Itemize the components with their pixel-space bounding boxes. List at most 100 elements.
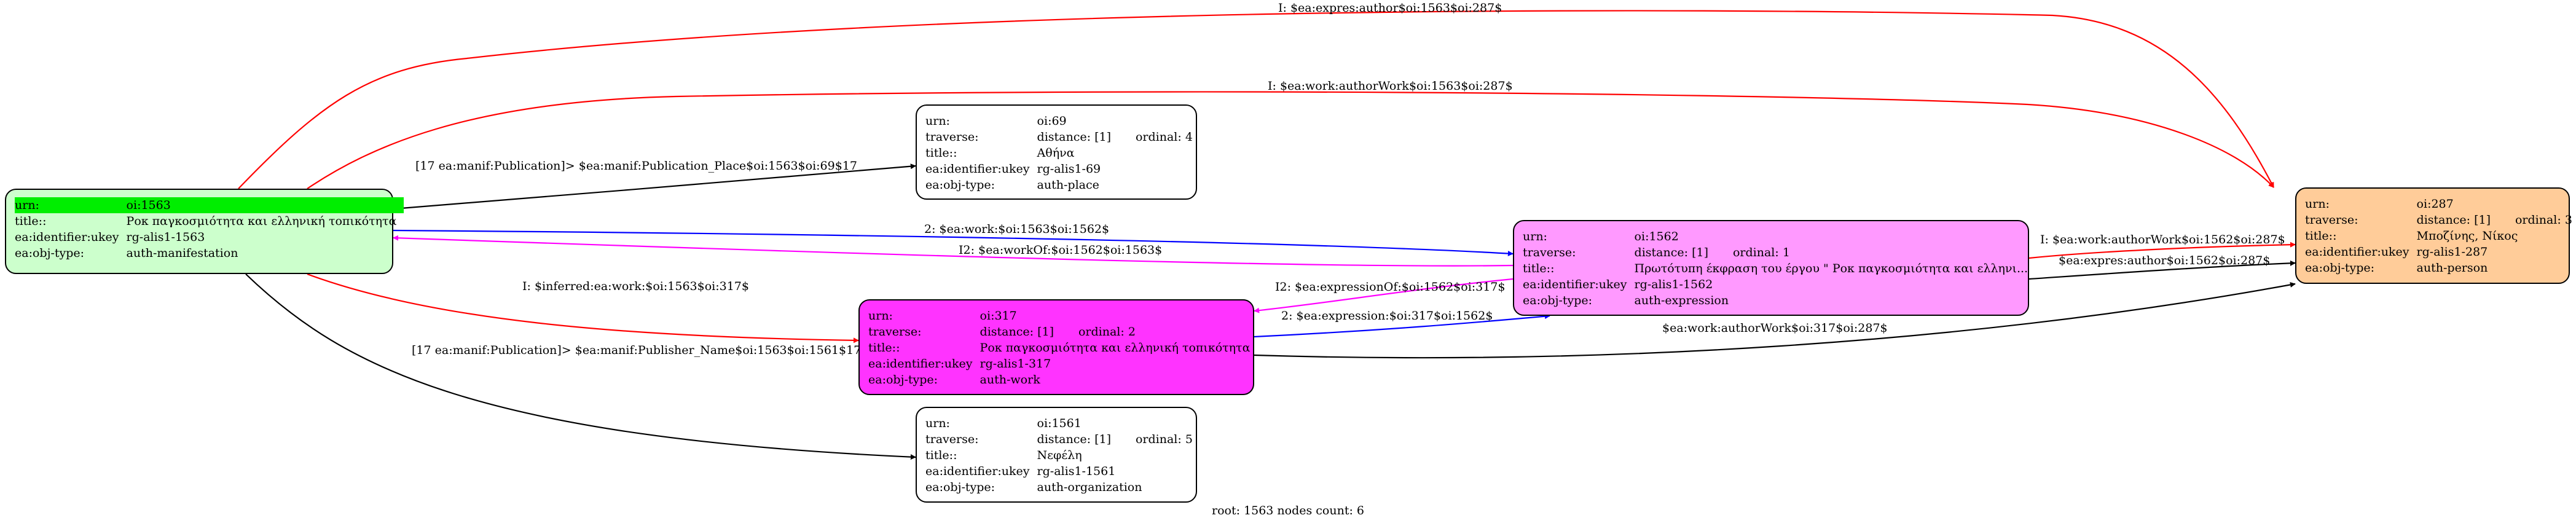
urn-value: oi:1562 <box>1634 230 1679 243</box>
distance-value: distance: [1] <box>980 325 1054 339</box>
edge-work-author-1563-287 <box>307 91 2274 189</box>
distance-value: distance: [1] <box>1037 130 1111 144</box>
identifier-row: ea:identifier:ukey rg-alis1-1563 <box>15 229 404 245</box>
title-value: Νεφέλη <box>1037 449 1082 462</box>
traverse-row: traverse: distance: [1] ordinal: 3 <box>2305 212 2576 228</box>
identifier-label: ea:identifier:ukey <box>15 230 119 244</box>
urn-label: urn: <box>925 417 950 430</box>
edge-work-1563-1562 <box>393 229 1514 257</box>
edge-label-workof-1562-1563: I2: $ea:workOf:$oi:1562$oi:1563$ <box>959 243 1162 257</box>
ordinal-value: ordinal: 2 <box>1078 325 1136 339</box>
identifier-label: ea:identifier:ukey <box>2305 245 2409 259</box>
edge-expres-author-1562-287 <box>2028 260 2296 280</box>
urn-row: urn: oi:69 <box>925 113 1200 129</box>
title-label: title:: <box>2305 229 2337 243</box>
edge-label-inferred-1563-317: I: $inferred:ea:work:$oi:1563$oi:317$ <box>522 280 749 293</box>
identifier-value: rg-alis1-1563 <box>126 230 205 244</box>
edge-publisher-1563-1561 <box>245 273 916 460</box>
edge-expres-author-1563-287 <box>238 10 2274 189</box>
node-317[interactable]: urn: oi:317 traverse: distance: [1] ordin… <box>858 299 1254 395</box>
edge-label-expressionof-1562-317: I2: $ea:expressionOf:$oi:1562$oi:317$ <box>1275 280 1506 294</box>
obj-type-value: auth-expression <box>1634 294 1729 307</box>
identifier-label: ea:identifier:ukey <box>1523 278 1627 291</box>
edge-work-author-317-287 <box>1254 282 2296 359</box>
node-287[interactable]: urn: oi:287 traverse: distance: [1] ordin… <box>2295 187 2572 284</box>
identifier-value: rg-alis1-1561 <box>1037 465 1116 478</box>
root-label: root: 1563 nodes count: 6 <box>1211 504 1365 517</box>
identifier-row: ea:identifier:ukey rg-alis1-317 <box>868 356 1257 372</box>
identifier-row: ea:identifier:ukey rg-alis1-69 <box>925 161 1200 177</box>
urn-label: urn: <box>2305 197 2330 211</box>
title-row: title:: Πρωτότυπη έκφραση του έργου " Ρο… <box>1523 261 2035 277</box>
identifier-label: ea:identifier:ukey <box>925 162 1030 176</box>
edge-label-work-1563-1562: 2: $ea:work:$oi:1563$oi:1562$ <box>924 222 1109 236</box>
identifier-value: rg-alis1-287 <box>2416 245 2488 259</box>
urn-row: urn: oi:1562 <box>1523 229 2035 245</box>
traverse-label: traverse: <box>925 130 979 144</box>
urn-row: urn: oi:1563 <box>15 197 404 213</box>
obj-type-label: ea:obj-type: <box>925 178 995 192</box>
edge-label-publication-place: [17 ea:manif:Publication]> $ea:manif:Pub… <box>415 159 857 173</box>
urn-value: oi:1563 <box>126 197 404 213</box>
identifier-value: rg-alis1-69 <box>1037 162 1101 176</box>
traverse-label: traverse: <box>868 325 922 339</box>
edge-inferred-1563-317 <box>307 273 859 343</box>
title-label: title:: <box>868 341 900 355</box>
obj-type-value: auth-organization <box>1037 481 1142 494</box>
urn-label: urn: <box>15 197 127 213</box>
obj-type-label: ea:obj-type: <box>1523 294 1593 307</box>
title-value: Πρωτότυπη έκφραση του έργου " Ροκ παγκοσ… <box>1634 262 2028 275</box>
obj-type-value: auth-person <box>2416 261 2488 275</box>
identifier-value: rg-alis1-317 <box>980 357 1051 371</box>
node-1563[interactable]: urn: oi:1563 title:: Ροκ παγκοσμιότητα κ… <box>5 189 404 274</box>
edge-expression-317-1562 <box>1254 313 1550 338</box>
node-69[interactable]: urn: oi:69 traverse: distance: [1]ordina… <box>916 104 1197 200</box>
urn-value: oi:317 <box>980 309 1017 323</box>
obj-type-label: ea:obj-type: <box>15 246 85 260</box>
ordinal-value: ordinal: 3 <box>2515 213 2572 227</box>
obj-type-label: ea:obj-type: <box>868 373 938 387</box>
obj-type-row: ea:obj-type: auth-person <box>2305 260 2576 276</box>
distance-value: distance: [1] <box>2416 213 2491 227</box>
urn-label: urn: <box>925 114 950 128</box>
urn-value: oi:287 <box>2416 197 2454 211</box>
ordinal-value: ordinal: 5 <box>1135 433 1193 446</box>
identifier-label: ea:identifier:ukey <box>925 465 1030 478</box>
obj-type-label: ea:obj-type: <box>2305 261 2375 275</box>
title-row: title:: Ροκ παγκοσμιότητα και ελληνική τ… <box>15 213 404 229</box>
title-label: title:: <box>1523 262 1555 275</box>
title-label: title:: <box>925 146 957 160</box>
obj-type-row: ea:obj-type: auth-manifestation <box>15 245 404 261</box>
title-value: Αθήνα <box>1037 146 1075 160</box>
edge-label-expres-author-1563-287: I: $ea:expres:author$oi:1563$oi:287$ <box>1278 1 1502 15</box>
urn-row: urn: oi:287 <box>2305 196 2576 212</box>
traverse-label: traverse: <box>2305 213 2358 227</box>
urn-value: oi:1561 <box>1037 417 1082 430</box>
identifier-row: ea:identifier:ukey rg-alis1-1561 <box>925 463 1200 479</box>
edge-label-work-author-1562-287: I: $ea:work:authorWork$oi:1562$oi:287$ <box>2040 233 2285 246</box>
traverse-row: traverse: distance: [1] ordinal: 5 <box>925 431 1200 447</box>
identifier-row: ea:identifier:ukey rg-alis1-1562 <box>1523 277 2035 292</box>
traverse-label: traverse: <box>1523 246 1576 259</box>
traverse-row: traverse: distance: [1]ordinal: 1 <box>1523 245 2035 261</box>
obj-type-value: auth-manifestation <box>126 246 238 260</box>
obj-type-row: ea:obj-type: auth-organization <box>925 479 1200 495</box>
obj-type-value: auth-work <box>980 373 1040 387</box>
traverse-row: traverse: distance: [1]ordinal: 4 <box>925 129 1200 145</box>
obj-type-value: auth-place <box>1037 178 1099 192</box>
title-label: title:: <box>925 449 957 462</box>
urn-label: urn: <box>868 309 893 323</box>
edge-label-work-author-317-287: $ea:work:authorWork$oi:317$oi:287$ <box>1662 321 1888 335</box>
urn-row: urn: oi:1561 <box>925 415 1200 431</box>
node-1561[interactable]: urn: oi:1561 traverse: distance: [1] ordi… <box>916 407 1197 503</box>
edge-label-expression-317-1562: 2: $ea:expression:$oi:317$oi:1562$ <box>1281 309 1493 323</box>
title-row: title:: Ροκ παγκοσμιότητα και ελληνική τ… <box>868 340 1257 356</box>
obj-type-row: ea:obj-type: auth-work <box>868 372 1257 388</box>
urn-row: urn: oi:317 <box>868 308 1257 324</box>
edge-expressionof-1562-317 <box>1254 278 1514 313</box>
traverse-label: traverse: <box>925 433 979 446</box>
distance-value: distance: [1] <box>1037 433 1111 446</box>
title-label: title:: <box>15 214 47 228</box>
node-1562[interactable]: urn: oi:1562 traverse: distance: [1]ordi… <box>1513 220 2029 316</box>
